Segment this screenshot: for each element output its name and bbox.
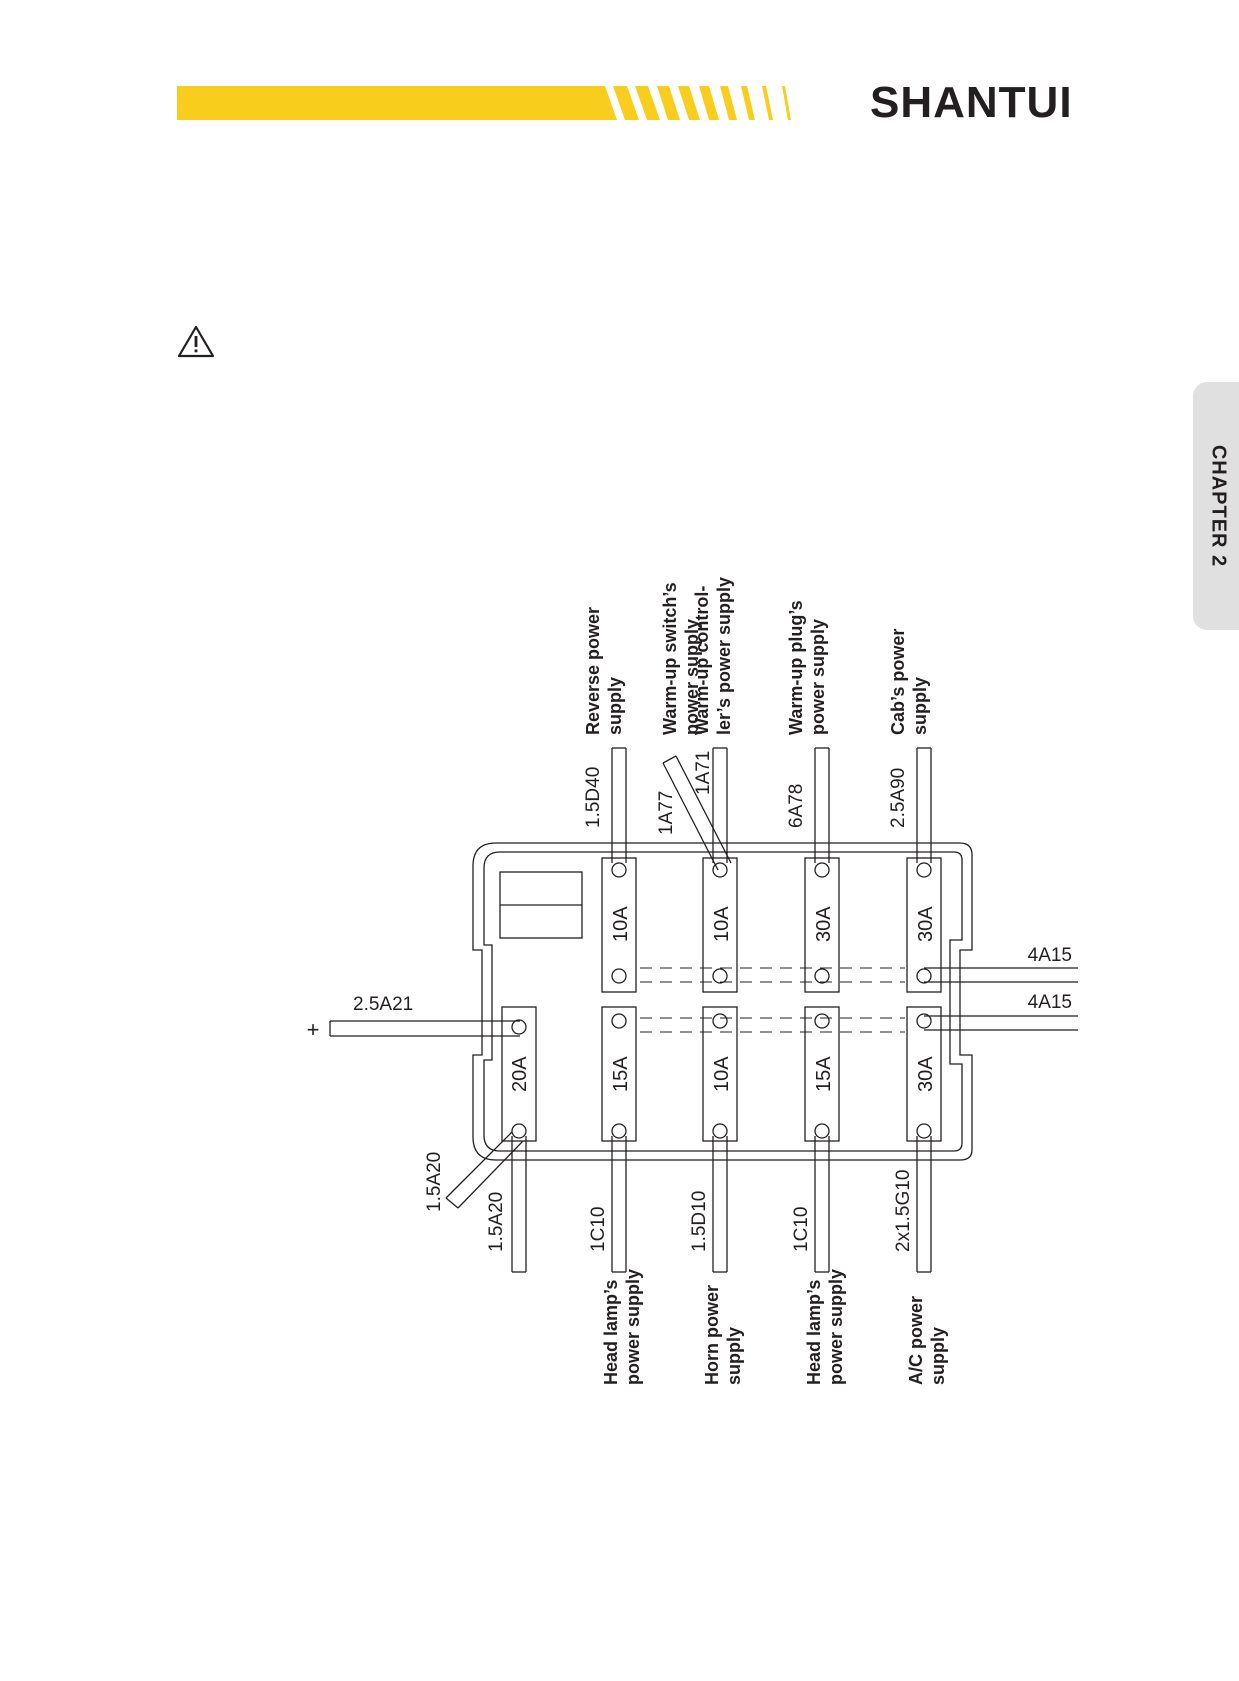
warm-up-switch-wire <box>662 755 732 871</box>
right-feed-label: 4A15 <box>1028 992 1072 1013</box>
main-output-wires <box>445 1131 527 1273</box>
right-feed-wires <box>924 967 1078 1031</box>
circuit-label: supply <box>724 1327 744 1385</box>
wire-code-label: 1.5D10 <box>689 1191 710 1252</box>
wire-code-label: 1C10 <box>588 1207 609 1252</box>
fuse-terminal <box>611 1013 627 1029</box>
circuit-label: supply <box>605 677 625 735</box>
circuit-label: supply <box>910 677 930 735</box>
bus-dashed-lines <box>640 967 905 1033</box>
warm-up-switch-label: power supply <box>682 619 702 735</box>
fuse-rating: 30A <box>915 1056 937 1092</box>
fuse-terminal <box>814 1013 830 1029</box>
circuit-label: A/C power <box>906 1296 926 1385</box>
shantui-logo: SHANTUI <box>870 78 1073 127</box>
fuse-rating: 10A <box>610 906 632 942</box>
housing-inner-outline <box>483 851 963 1152</box>
fuse-rating: 15A <box>610 1056 632 1092</box>
warning-triangle-icon <box>177 325 215 358</box>
wire-code-label: 2x1.5G10 <box>893 1170 914 1252</box>
fuse-terminal <box>712 1013 728 1029</box>
fuse-rating: 10A <box>711 1056 733 1092</box>
circuit-label: Horn power <box>702 1285 722 1385</box>
fuse <box>702 857 738 993</box>
input-wire <box>329 1020 520 1037</box>
wire-code-label: 6A78 <box>786 784 807 828</box>
circuit-label: Cab’s power <box>888 629 908 735</box>
wire-code-label: 2.5A90 <box>888 768 909 828</box>
fuse-terminal <box>916 862 932 878</box>
fuse-terminal <box>712 1123 728 1139</box>
fuse <box>906 857 942 993</box>
circuit-label: Head lamp’s <box>601 1280 621 1385</box>
circuit-label: Warm-up plug’s <box>786 600 806 735</box>
fuse <box>601 1006 637 1142</box>
chapter-tab <box>1193 382 1239 630</box>
header-stripe-bar <box>177 86 791 120</box>
main-fuse <box>501 1006 537 1142</box>
housing-outline <box>472 842 973 1161</box>
fuse-terminal <box>916 1123 932 1139</box>
circuit-label: Head lamp’s <box>804 1280 824 1385</box>
fuse-rating: 30A <box>915 906 937 942</box>
fuse-terminal <box>916 968 932 984</box>
fuse-rating: 30A <box>813 906 835 942</box>
circuit-label: power supply <box>623 1269 643 1385</box>
fuse-terminal <box>814 862 830 878</box>
fuse-terminal <box>511 1123 527 1139</box>
fuse-rating: 10A <box>711 906 733 942</box>
wire-code-label: 1.5D40 <box>583 767 604 828</box>
wire-code-label: 1C10 <box>791 1207 812 1252</box>
warm-up-switch-wire-label: 1A77 <box>656 791 677 835</box>
fuse <box>906 1006 942 1142</box>
circuit-label: supply <box>928 1327 948 1385</box>
fuse <box>804 1006 840 1142</box>
fuse-terminal <box>712 968 728 984</box>
fuse-terminal <box>916 1013 932 1029</box>
circuit-label: power supply <box>826 1269 846 1385</box>
fuse-terminal <box>712 862 728 878</box>
fuse <box>702 1006 738 1142</box>
fuse-terminal <box>611 968 627 984</box>
fuse-terminal <box>814 1123 830 1139</box>
wire-code-label: 1A71 <box>693 751 714 795</box>
fuse <box>804 857 840 993</box>
fuse-terminal <box>611 1123 627 1139</box>
fuse-rating: 15A <box>813 1056 835 1092</box>
input-wire-label: 2.5A21 <box>353 994 413 1015</box>
circuit-label: power supply <box>808 619 828 735</box>
main-output-label: 1.5A20 <box>424 1152 445 1212</box>
fuse-terminal <box>611 862 627 878</box>
fuse-terminal <box>814 968 830 984</box>
main-output-label: 1.5A20 <box>486 1192 507 1252</box>
circuit-label: ler’s power supply <box>714 577 734 735</box>
warm-up-switch-label: Warm-up switch’s <box>660 582 680 735</box>
input-polarity: + <box>307 1017 320 1042</box>
circuit-label: Reverse power <box>583 607 603 735</box>
right-feed-label: 4A15 <box>1028 945 1072 966</box>
fuse-rating: 20A <box>509 1056 531 1092</box>
circuit-label: Warm-up control- <box>692 586 712 735</box>
fuse <box>601 857 637 993</box>
fuse-terminal <box>511 1019 527 1035</box>
